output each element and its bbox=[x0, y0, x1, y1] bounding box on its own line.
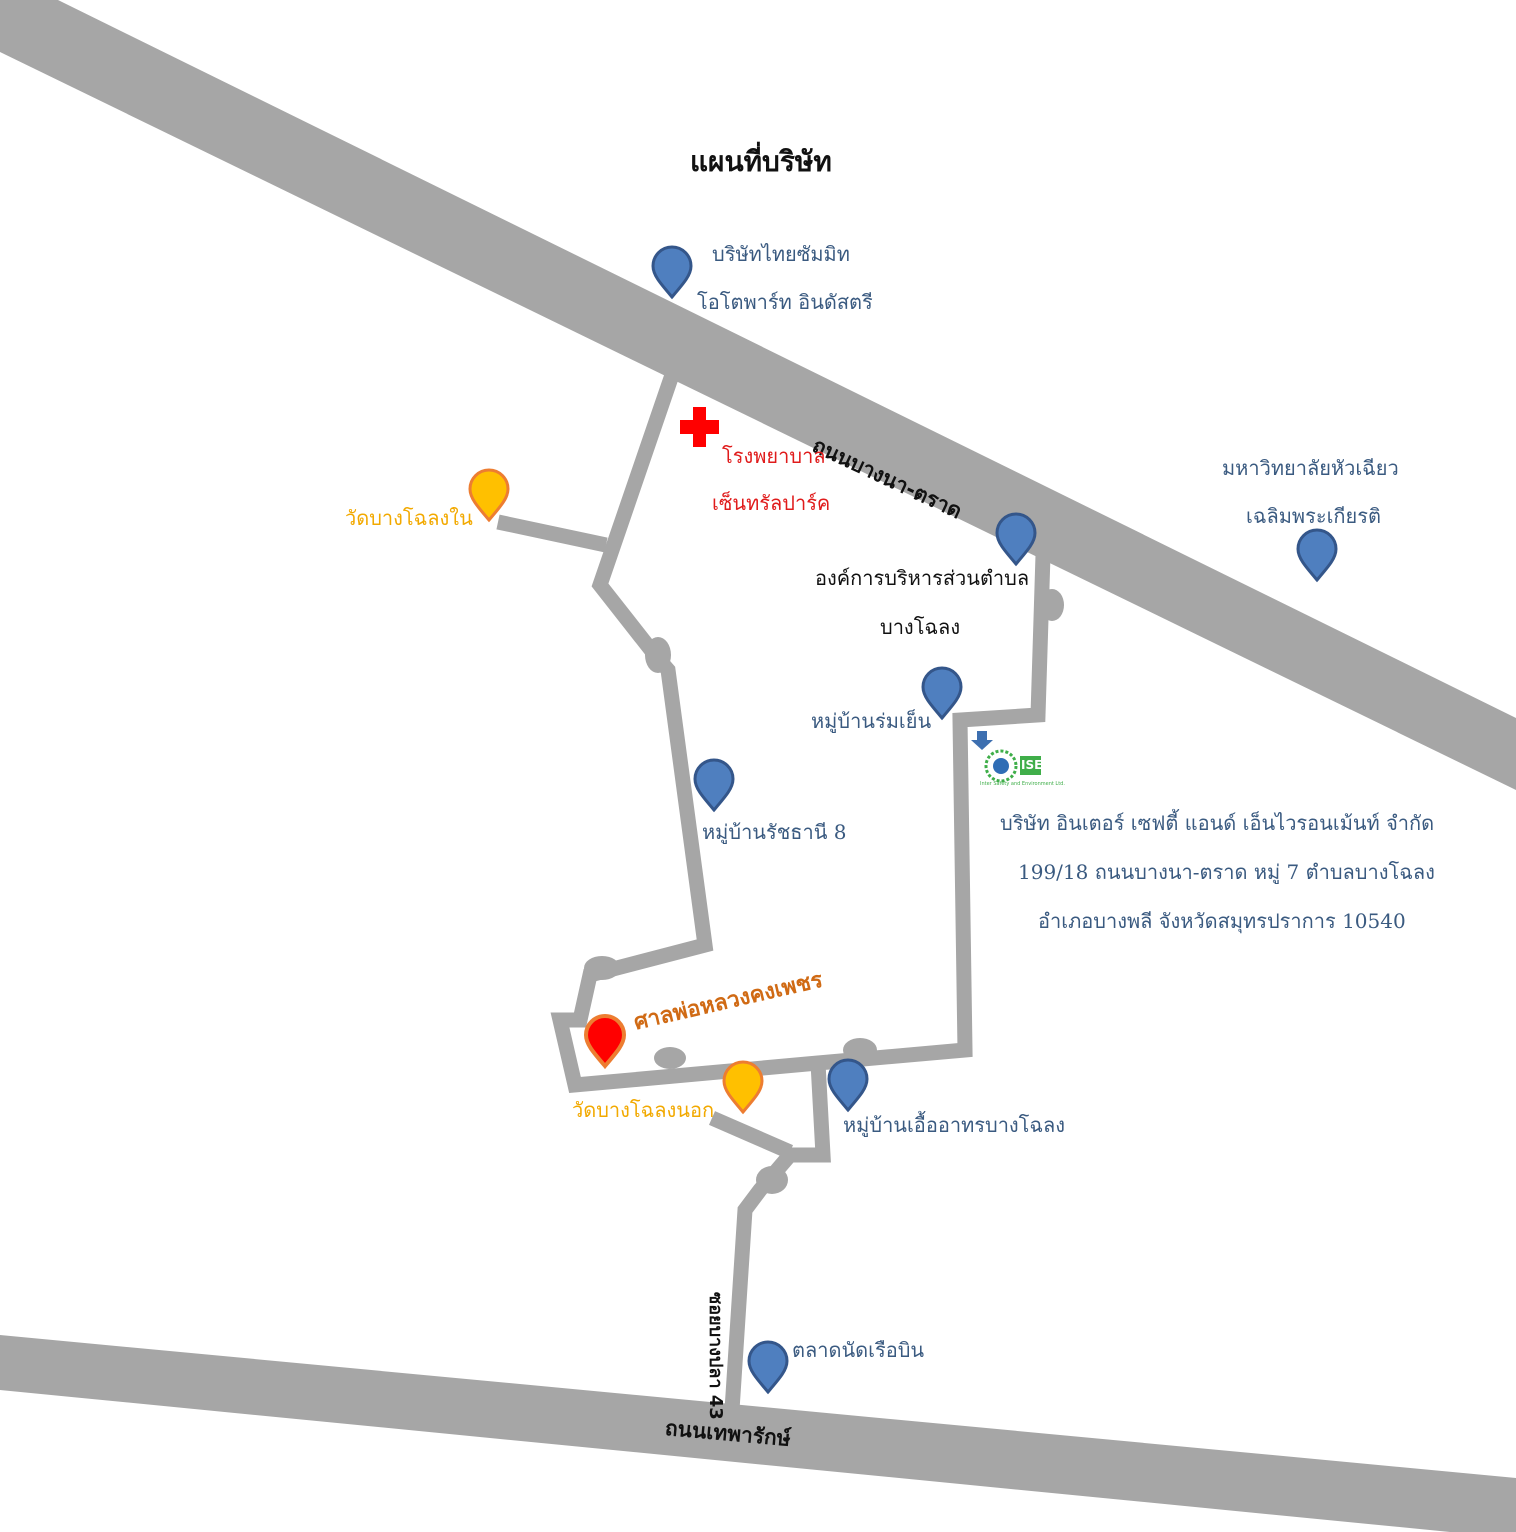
map-title: แผนที่บริษัท bbox=[690, 145, 832, 178]
place-university-line2: เฉลิมพระเกียรติ bbox=[1246, 504, 1381, 528]
place-hospital-line2: เซ็นทรัลปาร์ค bbox=[712, 491, 831, 515]
place-market: ตลาดนัดเรือบิน bbox=[792, 1338, 925, 1362]
place-wat-bang-chalong-nok: วัดบางโฉลงนอก bbox=[572, 1098, 715, 1122]
place-village-uea-athon: หมู่บ้านเอื้ออาทรบางโฉลง bbox=[843, 1113, 1066, 1137]
place-wat-bang-chalong-nai: วัดบางโฉลงใน bbox=[345, 506, 473, 530]
place-sao-line2: บางโฉลง bbox=[880, 615, 961, 639]
place-sao-line1: องค์การบริหารส่วนตำบล bbox=[815, 566, 1030, 590]
map-pin-icon bbox=[921, 666, 963, 721]
road-wat-nok-spur bbox=[709, 1111, 793, 1159]
place-thai-summit-line2: โอโตพาร์ท อินดัสตรี bbox=[697, 290, 873, 314]
company-name: บริษัท อินเตอร์ เซฟตี้ แอนด์ เอ็นไวรอนเม… bbox=[1000, 811, 1435, 835]
map-pin-icon bbox=[468, 468, 510, 523]
road-to-wat-nai bbox=[496, 514, 608, 553]
red-cross-icon bbox=[680, 407, 719, 447]
map-pin-icon bbox=[651, 245, 693, 300]
map-pin-icon bbox=[747, 1340, 789, 1395]
local-roads bbox=[496, 372, 1051, 1411]
arrow-down-icon bbox=[971, 731, 993, 750]
map-pin-icon bbox=[583, 1014, 627, 1070]
road-label-soi: ซอยบางปลา 43 bbox=[705, 1292, 726, 1420]
company-address-line2: อำเภอบางพลี จังหวัดสมุทรปราการ 10540 bbox=[1038, 909, 1406, 933]
map-pin-icon bbox=[693, 758, 735, 813]
map-pin-icon bbox=[722, 1060, 764, 1115]
company-logo-caption: Inter Safety and Environment Ltd. bbox=[980, 781, 1065, 787]
company-address-line1: 199/18 ถนนบางนา-ตราด หมู่ 7 ตำบลบางโฉลง bbox=[1018, 860, 1435, 884]
road-nodes bbox=[584, 589, 1064, 1194]
map-pin-icon bbox=[827, 1058, 869, 1113]
place-village-rom-yen: หมู่บ้านร่มเย็น bbox=[811, 709, 932, 733]
place-hospital-line1: โรงพยาบาล bbox=[722, 444, 826, 468]
map-pin-icon bbox=[995, 512, 1037, 567]
company-logo-text: ISE bbox=[1021, 758, 1043, 772]
road-theparak bbox=[0, 1335, 1516, 1532]
place-university-line1: มหาวิทยาลัยหัวเฉียว bbox=[1222, 456, 1399, 480]
ise-logo bbox=[984, 749, 1041, 783]
place-thai-summit-line1: บริษัทไทยซัมมิท bbox=[712, 242, 850, 266]
place-village-ratchanee: หมู่บ้านรัชธานี 8 bbox=[702, 820, 847, 844]
road-bangna-trat bbox=[0, 0, 1516, 790]
map-pin-icon bbox=[1296, 528, 1338, 583]
